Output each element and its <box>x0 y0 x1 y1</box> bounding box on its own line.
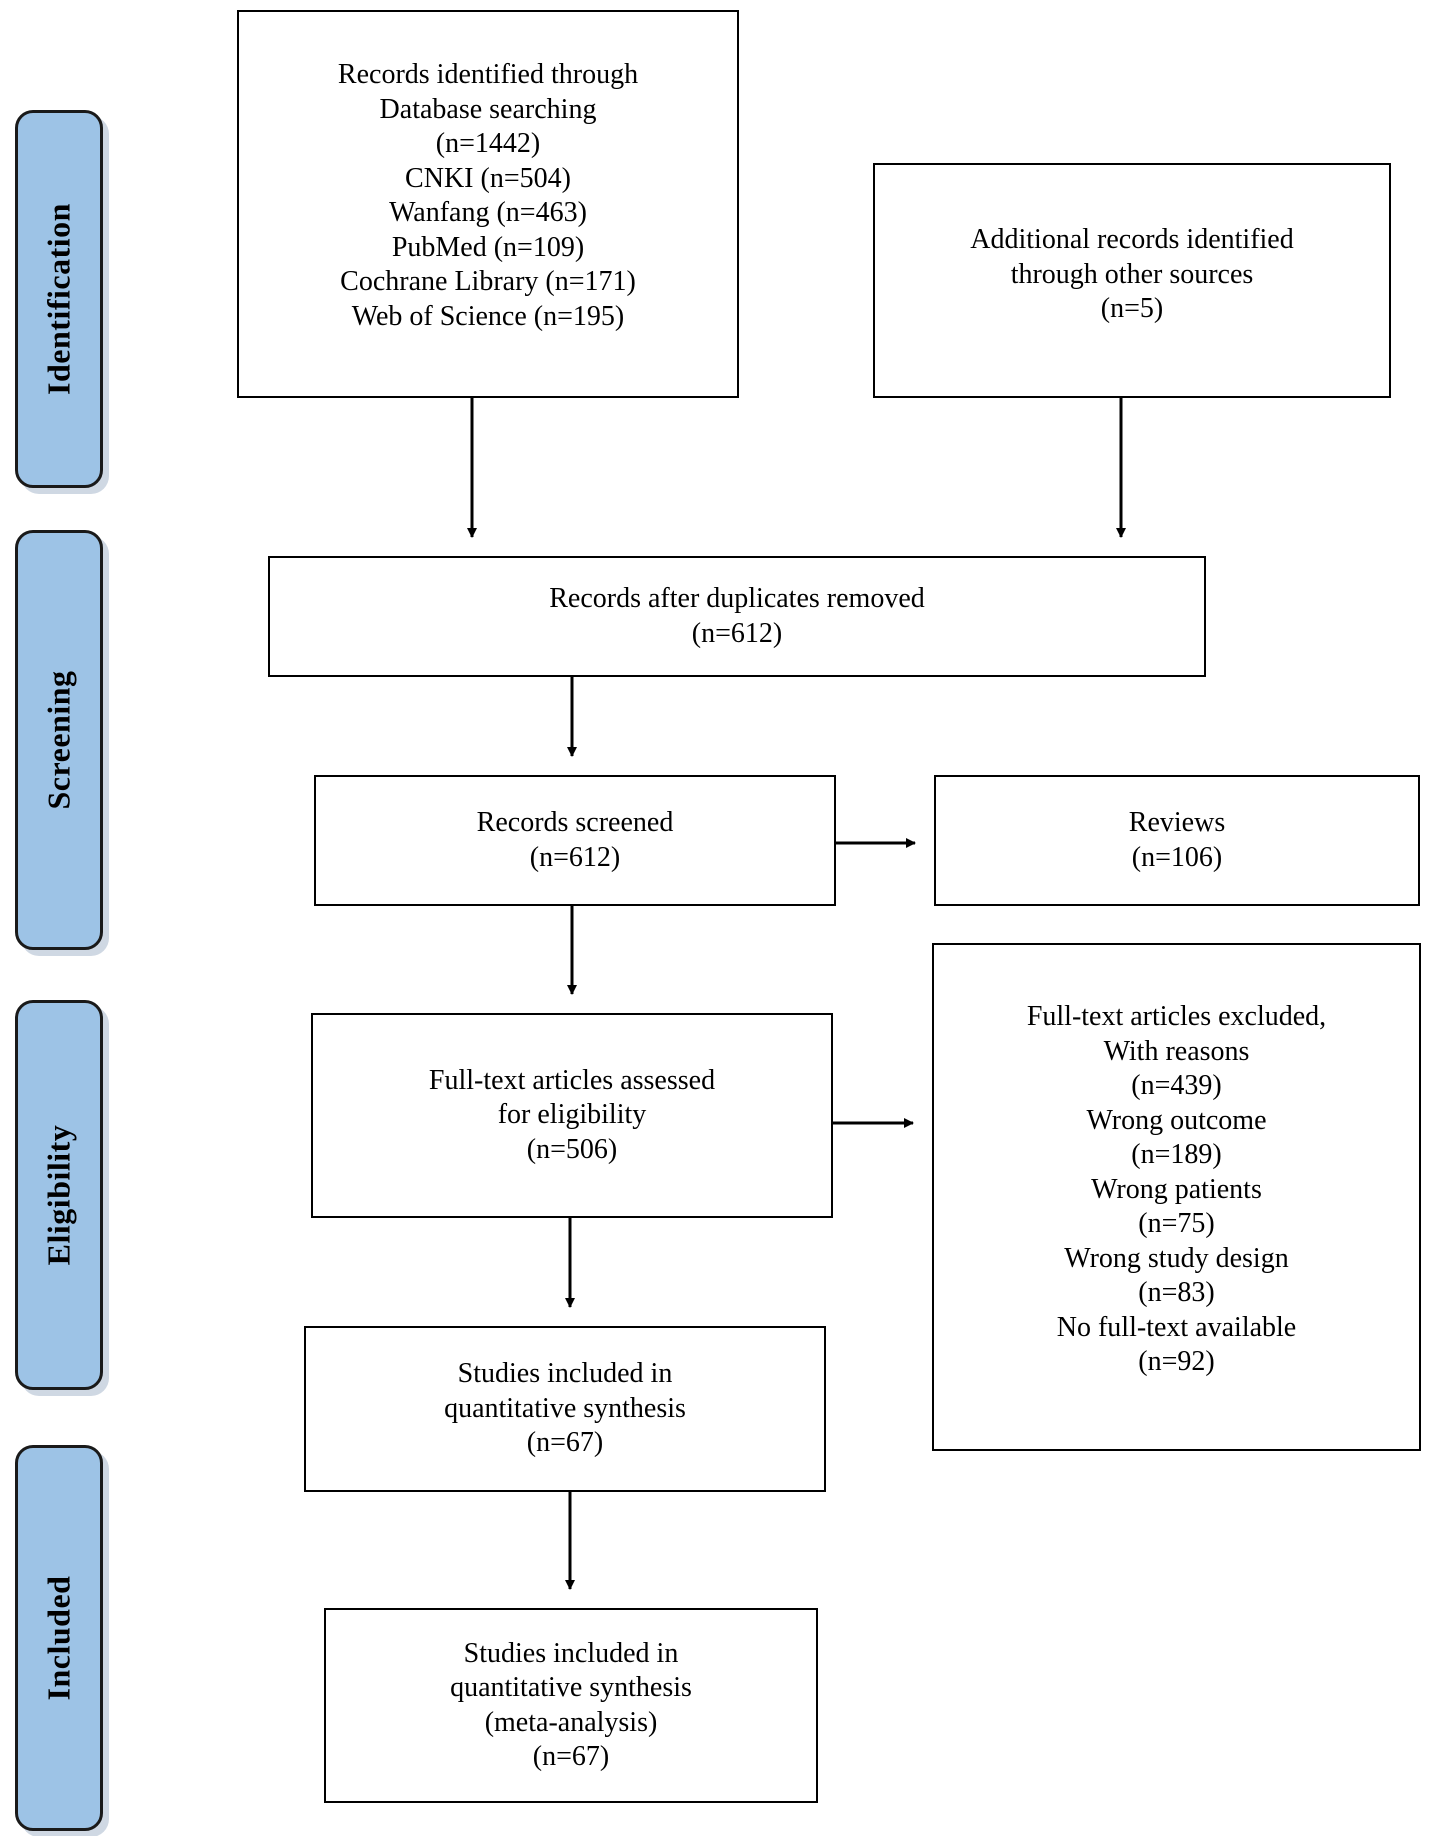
box-line: (n=439) <box>1131 1070 1222 1101</box>
box-line: Studies included in <box>457 1358 673 1390</box>
reviews-box: Reviews (n=106) <box>934 775 1420 906</box>
box-line: With reasons <box>1103 1035 1250 1067</box>
box-line: Reviews <box>1128 807 1226 838</box>
box-line: Wrong study design <box>1064 1242 1289 1274</box>
meta-analysis-box: Studies included in quantitative synthes… <box>324 1608 818 1803</box>
box-line: (n=83) <box>1138 1277 1215 1308</box>
box-line: Records identified through <box>337 59 639 90</box>
box-line: (n=612) <box>691 617 783 649</box>
box-line: (n=67) <box>526 1427 604 1459</box>
box-line: Web of Science (n=195) <box>351 300 625 332</box>
box-line: Database searching <box>379 93 597 125</box>
box-line: (n=5) <box>1100 293 1164 324</box>
box-line: No full-text available <box>1056 1311 1297 1343</box>
database-search-box: Records identified through Database sear… <box>237 10 739 398</box>
box-line: through other sources <box>1010 258 1254 290</box>
records-screened-box: Records screened (n=612) <box>314 775 836 906</box>
box-line: (n=1442) <box>435 128 541 159</box>
quantitative-synthesis-box: Studies included in quantitative synthes… <box>304 1326 826 1492</box>
box-line: Studies included in <box>463 1637 679 1669</box>
box-line: (n=106) <box>1131 841 1223 873</box>
box-line: Cochrane Library (n=171) <box>340 266 636 297</box>
box-line: (n=189) <box>1131 1139 1222 1170</box>
box-line: (n=92) <box>1138 1346 1215 1377</box>
box-line: Additional records identified <box>970 224 1294 255</box>
box-line: Records after duplicates removed <box>549 583 925 614</box>
box-line: quantitative synthesis <box>450 1672 692 1703</box>
box-line: (n=67) <box>532 1741 610 1772</box>
other-sources-box: Additional records identified through ot… <box>873 163 1391 398</box>
phase-included: Included <box>15 1445 103 1831</box>
box-line: CNKI (n=504) <box>405 162 571 194</box>
box-line: Wrong patients <box>1091 1173 1262 1205</box>
full-text-excluded-box: Full-text articles excluded, With reason… <box>932 943 1421 1451</box>
phase-eligibility: Eligibility <box>15 1000 103 1390</box>
box-line: quantitative synthesis <box>444 1392 686 1424</box>
box-line: (meta-analysis) <box>484 1706 658 1738</box>
box-line: Full-text articles assessed <box>428 1064 716 1096</box>
phase-identification: Identification <box>15 110 103 488</box>
duplicates-removed-box: Records after duplicates removed (n=612) <box>268 556 1206 677</box>
box-line: Records screened <box>476 807 674 838</box>
box-line: PubMed (n=109) <box>391 231 585 263</box>
full-text-assessed-box: Full-text articles assessed for eligibil… <box>311 1013 833 1218</box>
box-line: (n=75) <box>1138 1208 1215 1239</box>
box-line: Full-text articles excluded, <box>1026 1001 1327 1032</box>
box-line: Wrong outcome <box>1086 1104 1267 1136</box>
box-line: Wanfang (n=463) <box>389 197 587 228</box>
box-line: for eligibility <box>497 1099 647 1131</box>
phase-screening: Screening <box>15 530 103 950</box>
box-line: (n=612) <box>529 841 621 873</box>
box-line: (n=506) <box>526 1133 618 1165</box>
